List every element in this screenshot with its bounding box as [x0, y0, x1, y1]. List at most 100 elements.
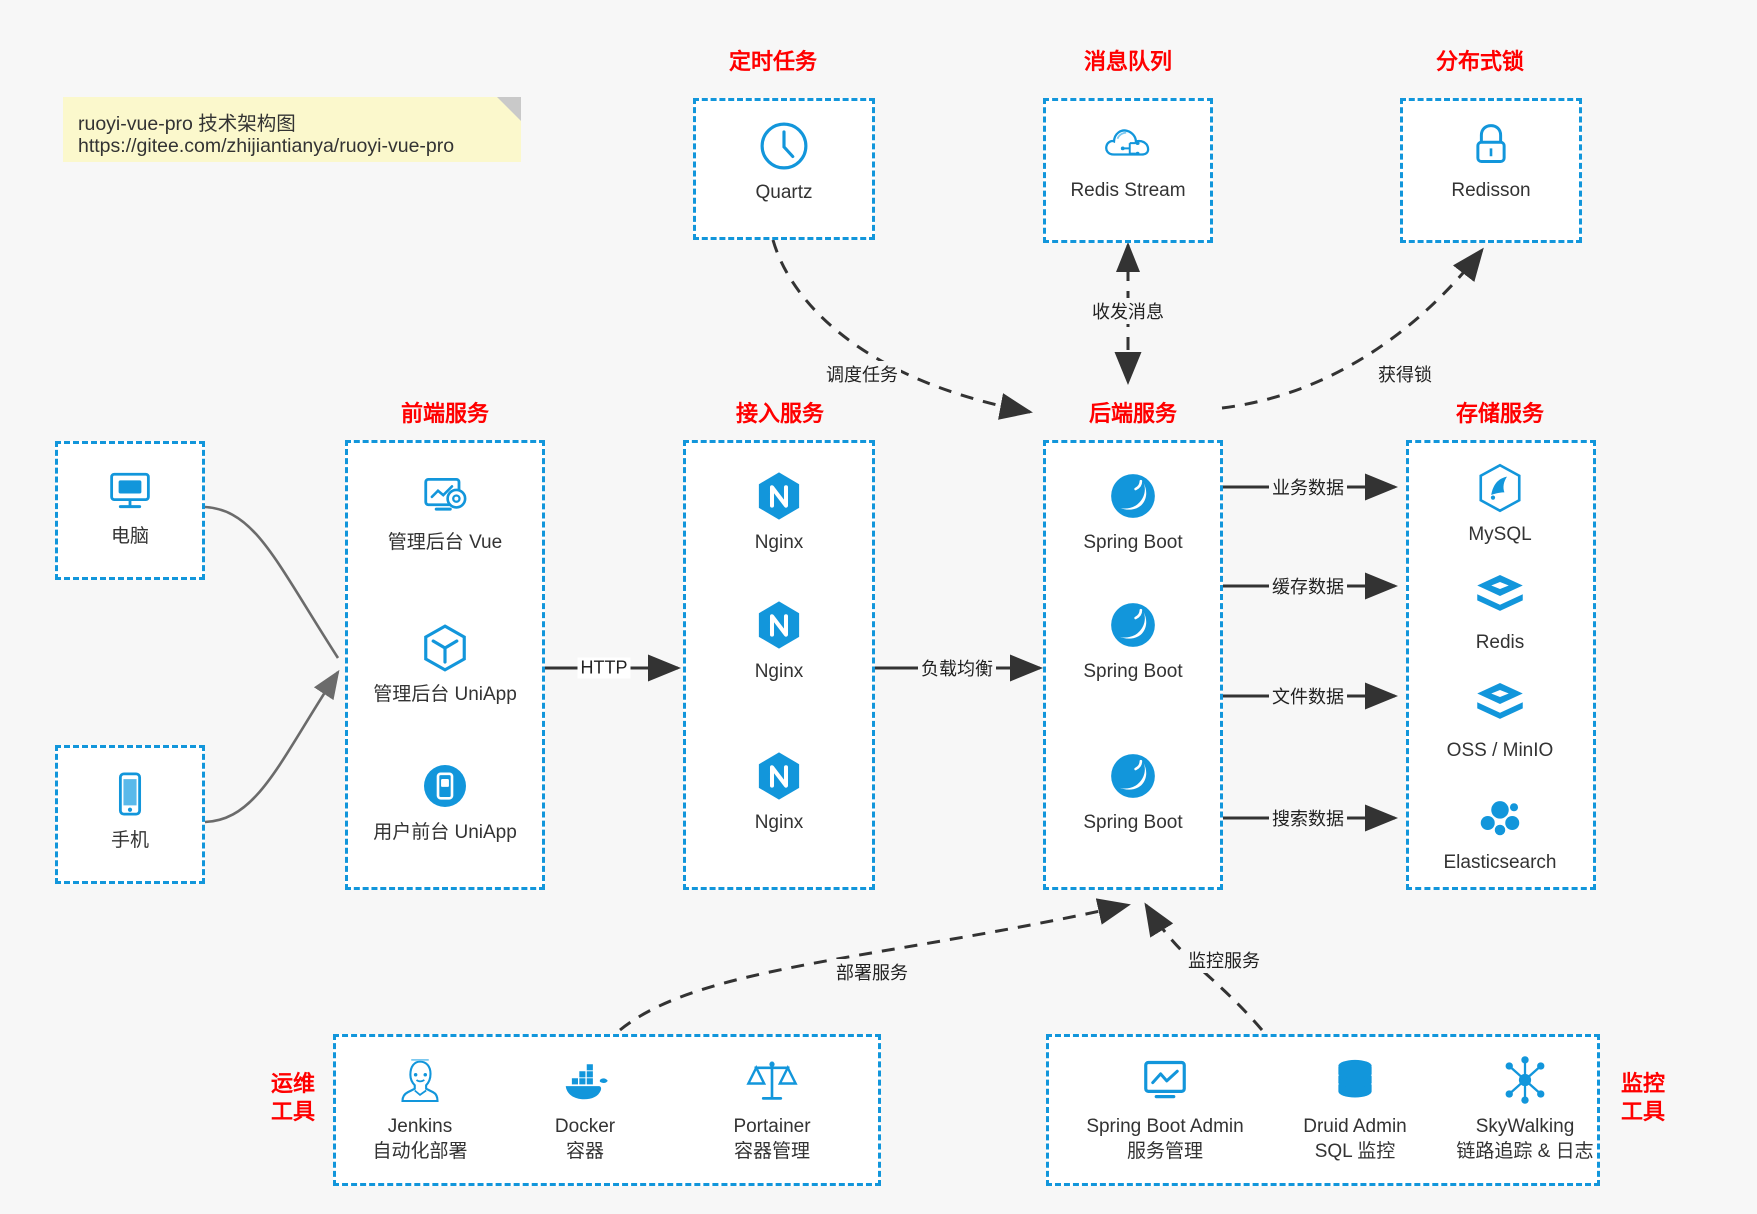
node-sublabel: 自动化部署: [372, 1140, 468, 1162]
node-portainer[interactable]: Portainer 容器管理: [692, 1052, 852, 1164]
devops-title-line2: 工具: [270, 1098, 315, 1124]
edge-label-acquire-lock: 获得锁: [1375, 361, 1435, 387]
node-label: 手机: [110, 830, 149, 851]
edge-label-send-receive-message: 收发消息: [1089, 298, 1167, 324]
node-label: Jenkins: [387, 1116, 453, 1137]
node-quartz[interactable]: Quartz: [704, 118, 864, 206]
edge-label-deploy-service: 部署服务: [833, 959, 911, 985]
node-label: Spring Boot: [1083, 812, 1183, 833]
mobile-app-icon: [424, 765, 466, 807]
node-label: OSS / MinIO: [1446, 740, 1554, 761]
node-label: Nginx: [754, 661, 804, 682]
node-label: Redis Stream: [1070, 180, 1186, 201]
group-box-client-pc: [55, 441, 205, 580]
edge-label-cache-data: 缓存数据: [1269, 573, 1347, 599]
node-nginx-3[interactable]: Nginx: [699, 748, 859, 836]
node-mysql[interactable]: MySQL: [1420, 460, 1580, 548]
node-springboot-2[interactable]: Spring Boot: [1053, 597, 1213, 685]
node-label: Elasticsearch: [1443, 852, 1557, 873]
redis-icon: [1477, 575, 1523, 611]
clock-icon: [760, 122, 808, 170]
node-skywalking[interactable]: SkyWalking 链路追踪 & 日志: [1430, 1052, 1620, 1164]
node-label: Druid Admin: [1303, 1116, 1407, 1137]
node-label: Nginx: [754, 532, 804, 553]
group-title-scheduler: 定时任务: [728, 49, 817, 74]
desktop-icon: [110, 472, 150, 509]
group-box-lock: [1400, 98, 1582, 243]
mobile-icon: [118, 772, 142, 816]
spring-boot-icon: [1111, 754, 1155, 798]
node-label: Redis: [1475, 632, 1525, 653]
portainer-scales-icon: [746, 1061, 798, 1100]
note-url: https://gitee.com/zhijiantianya/ruoyi-vu…: [78, 135, 455, 157]
nginx-icon: [758, 752, 800, 800]
cloud-network-icon: [1105, 129, 1150, 156]
node-mobile[interactable]: 手机: [50, 766, 210, 854]
node-druid-admin[interactable]: Druid Admin SQL 监控: [1265, 1052, 1445, 1164]
group-box-frontend: [345, 440, 545, 890]
node-label: 管理后台 UniApp: [373, 684, 517, 705]
edge-label-business-data: 业务数据: [1269, 474, 1347, 500]
node-label: Spring Boot: [1083, 661, 1183, 682]
node-label: Spring Boot: [1083, 532, 1183, 553]
note-fold-icon: [497, 97, 521, 121]
monitor-chart-icon: [1144, 1060, 1186, 1099]
dashboard-gear-icon: [424, 477, 467, 511]
group-title-storage: 存储服务: [1455, 401, 1544, 426]
node-admin-vue[interactable]: 管理后台 Vue: [365, 468, 525, 556]
node-sublabel: SQL 监控: [1314, 1140, 1396, 1162]
spring-boot-icon: [1111, 603, 1155, 647]
node-sublabel: 容器管理: [733, 1140, 810, 1162]
monitor-title-line1: 监控: [1620, 1071, 1665, 1096]
node-label: 电脑: [110, 526, 149, 547]
group-title-gateway: 接入服务: [735, 401, 824, 426]
edge-label-load-balance: 负载均衡: [918, 655, 996, 681]
monitor-title-line2: 工具: [1620, 1098, 1665, 1124]
node-redisson[interactable]: Redisson: [1411, 116, 1571, 204]
edge-label-schedule-task: 调度任务: [823, 361, 901, 387]
node-pc[interactable]: 电脑: [50, 462, 210, 550]
group-title-mq: 消息队列: [1083, 49, 1172, 74]
node-nginx-1[interactable]: Nginx: [699, 468, 859, 556]
node-user-uniapp[interactable]: 用户前台 UniApp: [365, 758, 525, 846]
node-label: Redisson: [1451, 180, 1531, 201]
node-admin-uniapp[interactable]: 管理后台 UniApp: [365, 620, 525, 708]
edge-label-search-data: 搜索数据: [1269, 805, 1347, 831]
node-sublabel: 链路追踪 & 日志: [1456, 1140, 1594, 1162]
node-oss-minio[interactable]: OSS / MinIO: [1420, 676, 1580, 764]
node-label: Spring Boot Admin: [1086, 1116, 1244, 1137]
spring-boot-icon: [1111, 474, 1155, 518]
node-redis-stream[interactable]: Redis Stream: [1048, 116, 1208, 204]
note-title: ruoyi-vue-pro 技术架构图: [78, 113, 296, 135]
group-title-lock: 分布式锁: [1435, 49, 1524, 74]
jenkins-icon: [401, 1059, 439, 1103]
nginx-icon: [758, 472, 800, 520]
node-jenkins[interactable]: Jenkins 自动化部署: [340, 1052, 500, 1164]
node-label: MySQL: [1468, 524, 1532, 545]
skywalking-icon: [1505, 1056, 1545, 1104]
node-nginx-2[interactable]: Nginx: [699, 597, 859, 685]
node-label: Docker: [554, 1116, 616, 1137]
node-redis[interactable]: Redis: [1420, 568, 1580, 656]
edge-label-file-data: 文件数据: [1269, 683, 1347, 709]
hexagon-cube-icon: [424, 624, 466, 672]
mysql-icon: [1479, 463, 1521, 513]
oss-minio-icon: [1477, 683, 1523, 719]
edge-label-monitor-service: 监控服务: [1185, 947, 1263, 973]
nginx-icon: [758, 601, 800, 649]
node-label: Portainer: [733, 1116, 811, 1137]
node-label: 用户前台 UniApp: [373, 822, 517, 843]
node-label: 管理后台 Vue: [387, 532, 503, 553]
node-docker[interactable]: Docker 容器: [505, 1052, 665, 1164]
lock-icon: [1476, 124, 1506, 163]
node-sublabel: 服务管理: [1126, 1140, 1203, 1162]
node-spring-boot-admin[interactable]: Spring Boot Admin 服务管理: [1065, 1052, 1265, 1164]
info-note: ruoyi-vue-pro 技术架构图 https://gitee.com/zh…: [63, 97, 521, 162]
node-label: SkyWalking: [1475, 1116, 1575, 1137]
node-springboot-1[interactable]: Spring Boot: [1053, 468, 1213, 556]
node-springboot-3[interactable]: Spring Boot: [1053, 748, 1213, 836]
node-elasticsearch[interactable]: Elasticsearch: [1420, 788, 1580, 876]
node-label: Nginx: [754, 812, 804, 833]
group-box-monitor: [1046, 1034, 1600, 1186]
group-title-frontend: 前端服务: [400, 401, 489, 426]
